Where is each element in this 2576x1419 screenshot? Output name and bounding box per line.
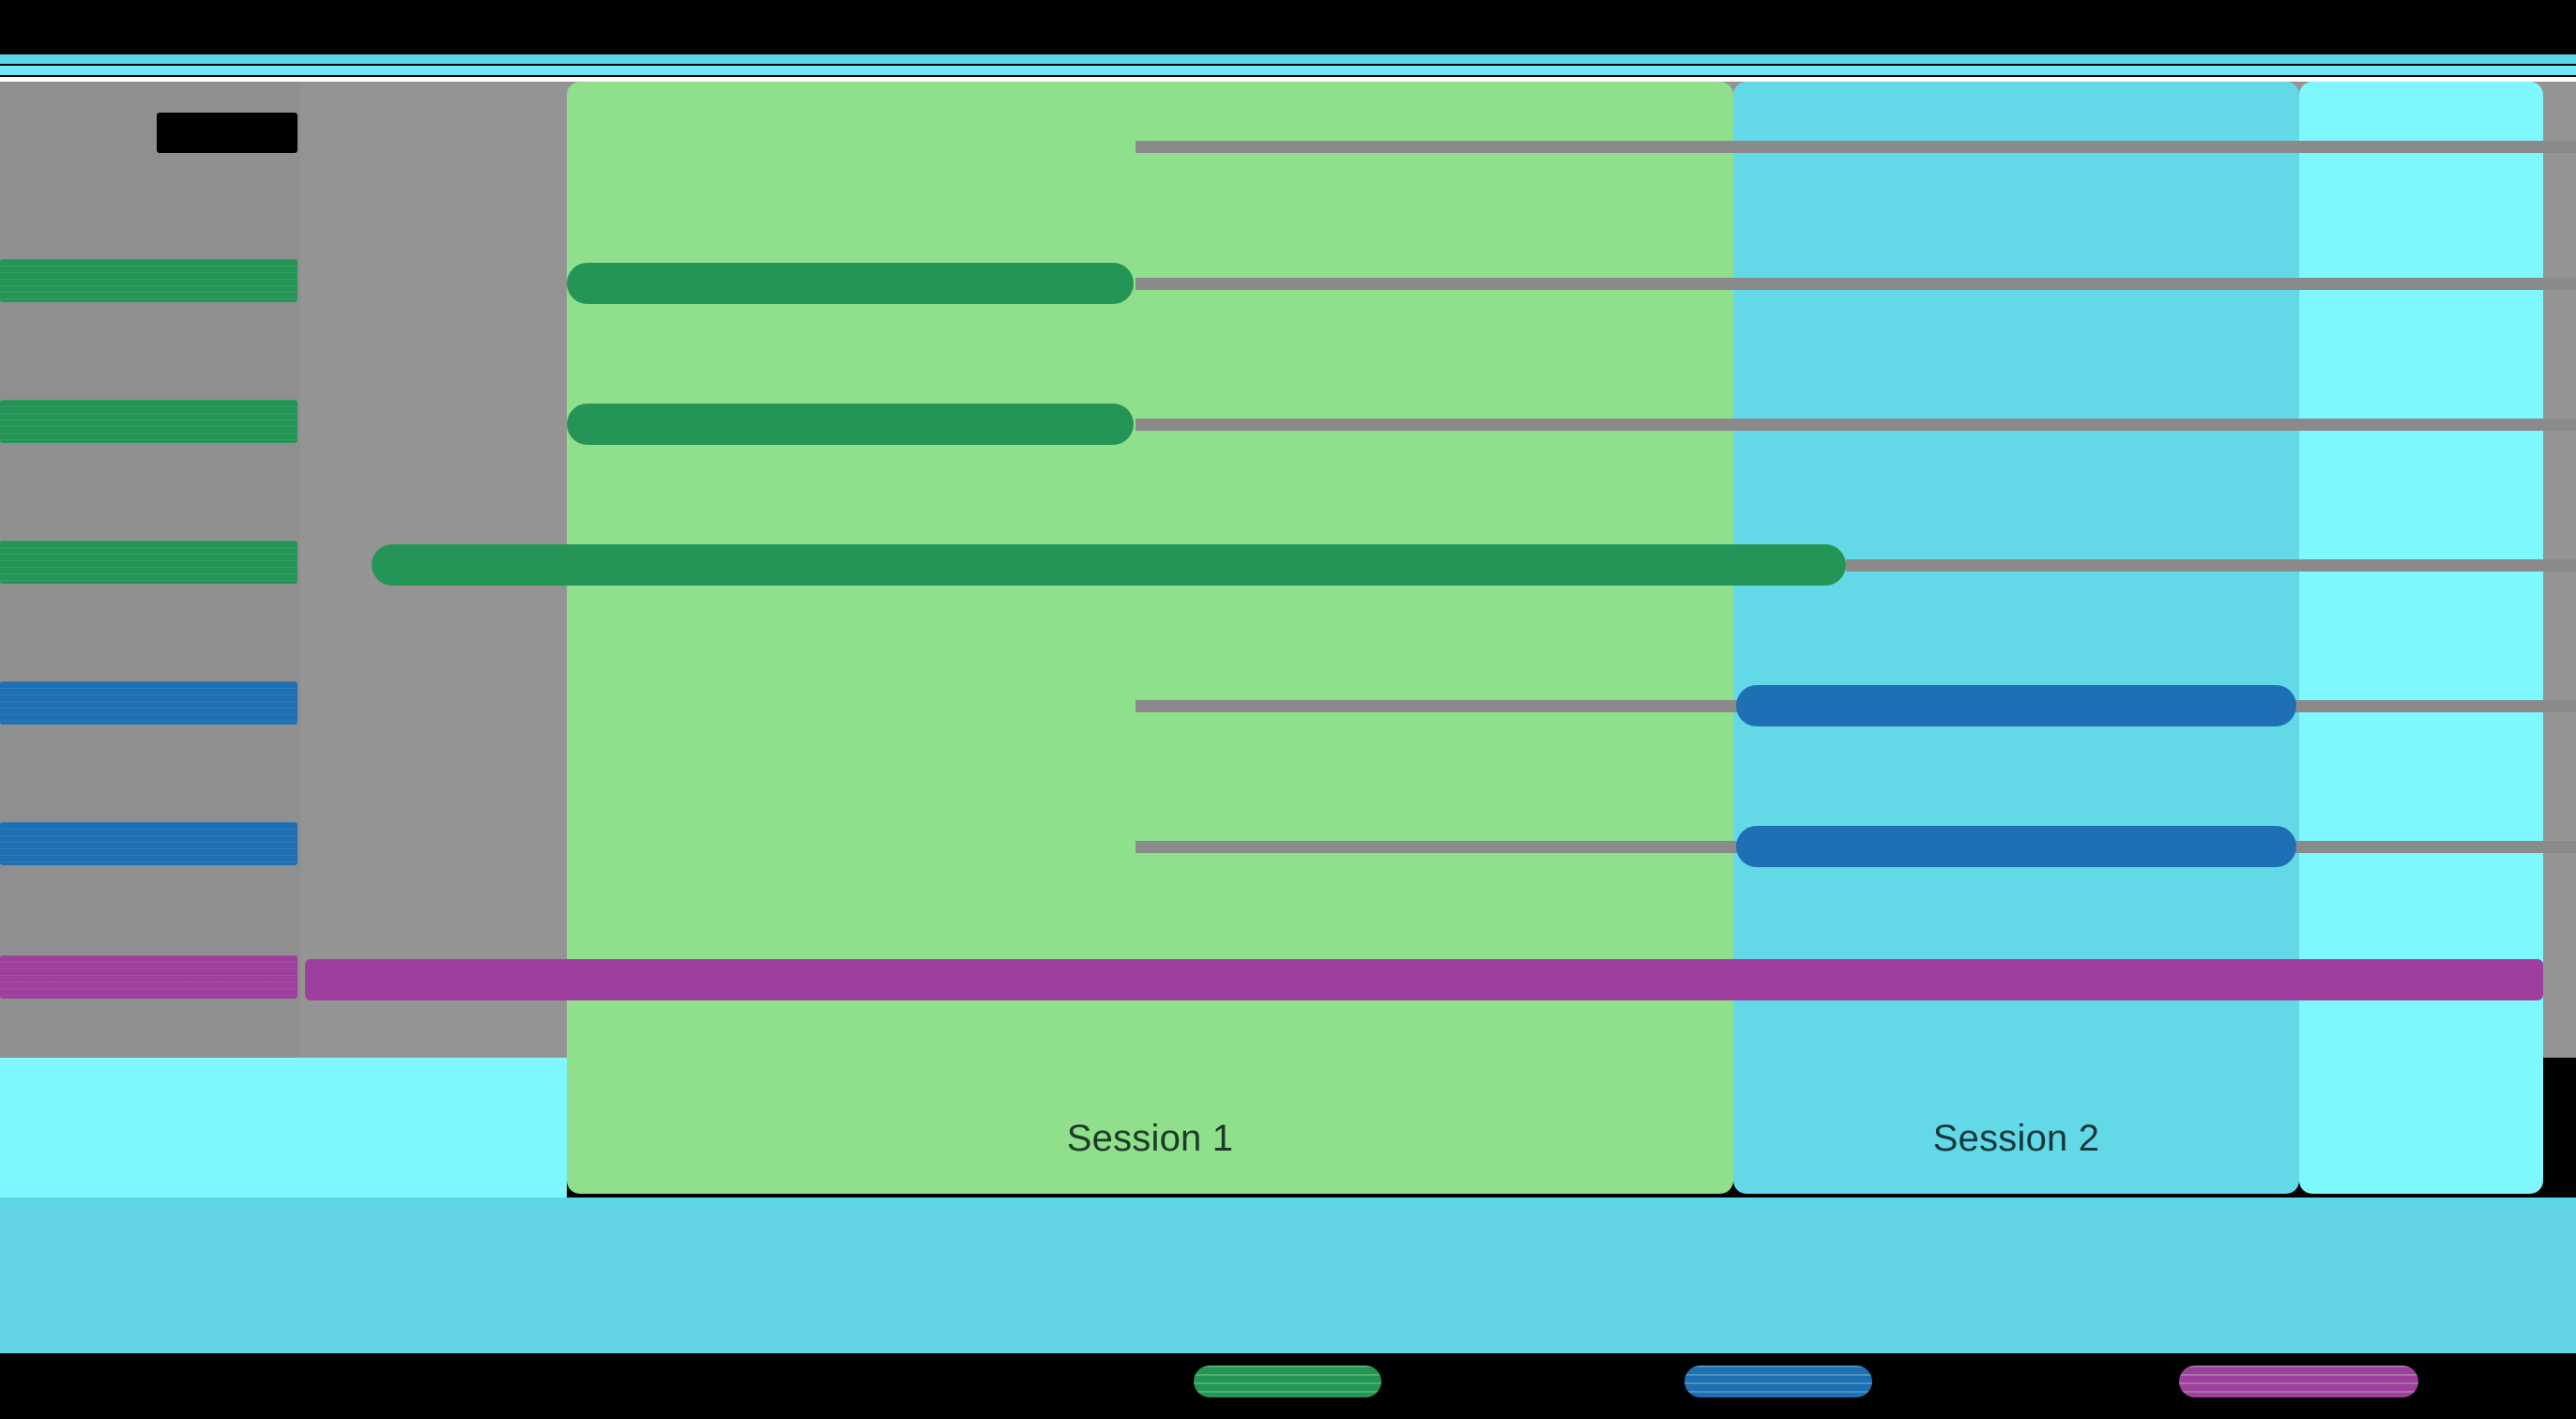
gantt-row-2[interactable] xyxy=(0,400,2576,449)
row-label-5 xyxy=(0,822,297,865)
gantt-row-5[interactable] xyxy=(0,822,2576,871)
cyan-rule-upper xyxy=(0,54,2576,64)
white-divider-rule xyxy=(0,77,2576,82)
gantt-row-4[interactable] xyxy=(0,681,2576,730)
legend-swatch-magenta[interactable] xyxy=(2179,1366,2418,1397)
gantt-bar-5[interactable] xyxy=(1736,826,2296,867)
session-panel-1[interactable]: Session 1 xyxy=(567,82,1733,1194)
page-title xyxy=(157,113,297,153)
gantt-row-6[interactable] xyxy=(0,955,2576,1004)
gantt-bar-4[interactable] xyxy=(1736,685,2296,726)
row-2-baseline xyxy=(1136,419,2576,431)
timeline-baseline-top xyxy=(1136,141,2576,153)
gantt-row-1[interactable] xyxy=(0,259,2576,308)
row-label-3 xyxy=(0,541,297,584)
session-panel-3[interactable] xyxy=(2299,82,2543,1194)
row-label-1 xyxy=(0,259,297,302)
row-label-4 xyxy=(0,681,297,725)
gantt-row-3[interactable] xyxy=(0,541,2576,589)
row-label-6 xyxy=(0,955,297,999)
gantt-bar-2[interactable] xyxy=(567,404,1134,445)
legend-swatch-green[interactable] xyxy=(1194,1366,1381,1397)
row-1-baseline xyxy=(1136,278,2576,290)
session-panel-2[interactable]: Session 2 xyxy=(1733,82,2299,1194)
footer-separator xyxy=(0,1348,2576,1353)
row-3-baseline xyxy=(1846,559,2576,572)
gantt-bar-6[interactable] xyxy=(305,959,2543,1000)
row-label-2 xyxy=(0,400,297,443)
legend-swatch-blue[interactable] xyxy=(1684,1366,1872,1397)
gantt-bar-1[interactable] xyxy=(567,263,1134,304)
session-1-label: Session 1 xyxy=(1066,1118,1234,1159)
top-chrome-bar xyxy=(0,0,2576,54)
cyan-rule-lower xyxy=(0,66,2576,75)
left-cyan-filler xyxy=(0,1058,567,1203)
session-2-label: Session 2 xyxy=(1932,1118,2100,1159)
gantt-bar-3[interactable] xyxy=(372,544,1846,586)
footer-cyan-band xyxy=(0,1203,2576,1353)
